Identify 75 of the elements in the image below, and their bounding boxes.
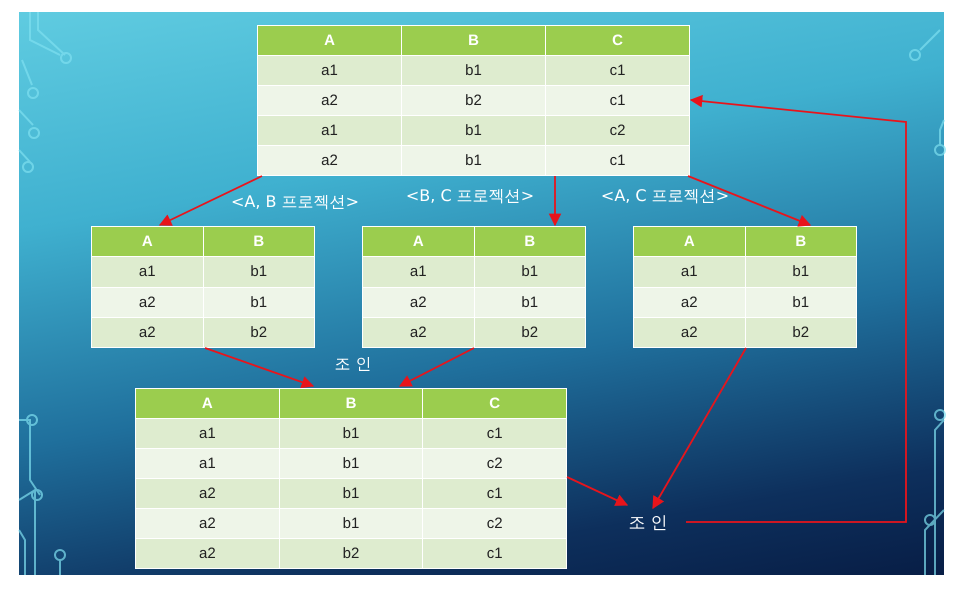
table-cell: a2 <box>363 288 474 317</box>
table-cell: a2 <box>258 86 401 115</box>
table-cell: b1 <box>402 146 545 175</box>
table-header-cell: A <box>363 227 474 256</box>
table-cell: a2 <box>136 539 279 568</box>
table-cell: c1 <box>546 146 689 175</box>
table-cell: c2 <box>423 509 566 538</box>
table-cell: a1 <box>136 449 279 478</box>
table-cell: b2 <box>474 318 585 347</box>
arrow <box>158 175 262 226</box>
table-header-cell: C <box>423 389 566 418</box>
table-caption: <B, C 프로젝션> <box>406 186 534 207</box>
table-caption: 조 인 <box>334 354 372 375</box>
arrow <box>566 476 628 506</box>
table-header-cell: A <box>136 389 279 418</box>
table-cell: a2 <box>363 318 474 347</box>
table-cell: a1 <box>634 257 744 286</box>
table-cell: c2 <box>423 449 566 478</box>
table-cell: b2 <box>280 539 422 568</box>
table-cell: b2 <box>402 86 545 115</box>
data-table <box>91 226 315 348</box>
table-cell: b1 <box>746 257 856 286</box>
arrow <box>398 347 474 387</box>
table-cell: b1 <box>204 257 314 286</box>
table-cell: a2 <box>634 318 744 347</box>
table-cell: b1 <box>280 479 422 508</box>
table-cell: c2 <box>546 116 689 145</box>
table-cell: b1 <box>280 509 422 538</box>
table-caption: <A, C 프로젝션> <box>600 186 730 207</box>
data-table <box>257 25 690 176</box>
table-header-cell: B <box>204 227 314 256</box>
table-header-cell: B <box>746 227 856 256</box>
table-header-cell: A <box>634 227 744 256</box>
table-cell: b1 <box>280 419 422 448</box>
table-header-cell: B <box>402 26 545 55</box>
table-cell: a1 <box>363 257 474 286</box>
table-cell: a2 <box>92 288 202 317</box>
table-cell: b1 <box>402 56 545 85</box>
table-header-cell: B <box>280 389 422 418</box>
table-header-cell: C <box>546 26 689 55</box>
table-cell: a1 <box>258 56 401 85</box>
table-cell: a2 <box>92 318 202 347</box>
table-cell: c1 <box>546 86 689 115</box>
table-cell: c1 <box>423 479 566 508</box>
arrow <box>652 348 747 510</box>
table-cell: b1 <box>402 116 545 145</box>
table-cell: a1 <box>258 116 401 145</box>
data-table <box>362 226 586 348</box>
table-cell: c1 <box>546 56 689 85</box>
arrow <box>688 175 812 227</box>
table-cell: a2 <box>136 479 279 508</box>
data-table <box>135 388 567 569</box>
arrow <box>204 347 314 388</box>
table-cell: b1 <box>746 288 856 317</box>
table-cell: a1 <box>92 257 202 286</box>
table-cell: c1 <box>423 419 566 448</box>
table-cell: b1 <box>280 449 422 478</box>
table-cell: b1 <box>474 257 585 286</box>
table-cell: b1 <box>204 288 314 317</box>
table-cell: b1 <box>474 288 585 317</box>
node-text: 조 인 <box>628 511 668 534</box>
table-cell: a1 <box>136 419 279 448</box>
table-cell: a2 <box>634 288 744 317</box>
table-header-cell: A <box>258 26 401 55</box>
table-cell: b2 <box>746 318 856 347</box>
table-header-cell: A <box>92 227 202 256</box>
table-caption: <A, B 프로젝션> <box>231 192 359 213</box>
arrow <box>548 176 562 226</box>
table-header-cell: B <box>474 227 585 256</box>
arrow <box>686 94 907 523</box>
data-table <box>633 226 857 348</box>
table-cell: a2 <box>136 509 279 538</box>
table-cell: b2 <box>204 318 314 347</box>
table-cell: a2 <box>258 146 401 175</box>
table-cell: c1 <box>423 539 566 568</box>
